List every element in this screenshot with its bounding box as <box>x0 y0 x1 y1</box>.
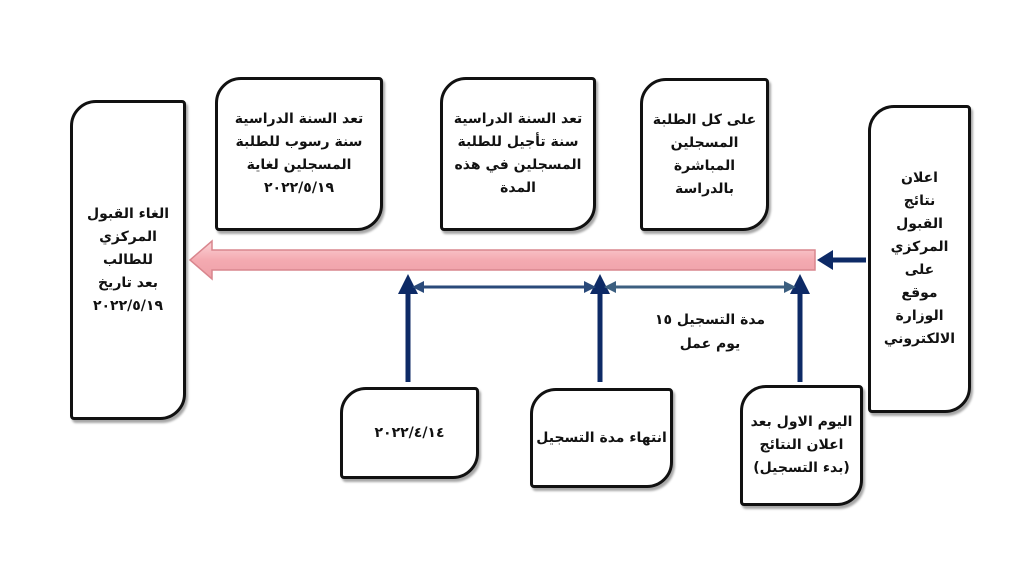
all-students-text: على كل الطلبة المسجلين المباشرة بالدراسة <box>652 111 757 197</box>
end-registration-text: انتهاء مدة التسجيل <box>536 429 667 446</box>
defer-year-box: تعد السنة الدراسية سنة تأجيل للطلبة المس… <box>440 77 596 231</box>
timeline-arrow <box>188 239 816 281</box>
all-students-box: على كل الطلبة المسجلين المباشرة بالدراسة <box>640 78 769 231</box>
announce-results-box: اعلان نتائج القبول المركزي على موقع الوز… <box>868 105 971 413</box>
double-arrow-left <box>412 281 596 293</box>
cancel-acceptance-box: الغاء القبول المركزي للطالب بعد تاريخ ٢٠… <box>70 100 186 420</box>
announce-results-text: اعلان نتائج القبول المركزي على موقع الوز… <box>883 170 956 347</box>
first-day-box: اليوم الاول بعد اعلان النتائج (بدء التسج… <box>740 385 863 506</box>
cancel-acceptance-text: الغاء القبول المركزي للطالب بعد تاريخ ٢٠… <box>86 205 170 314</box>
defer-year-text: تعد السنة الدراسية سنة تأجيل للطلبة المس… <box>453 111 583 196</box>
registration-period-label: مدة التسجيل ١٥ يوم عمل <box>654 312 766 352</box>
fail-year-box: تعد السنة الدراسية سنة رسوب للطلبة المسج… <box>215 77 383 231</box>
double-arrow-right <box>604 281 796 293</box>
vertical-arrow-date <box>398 274 418 382</box>
date-box: ٢٠٢٢/٤/١٤ <box>340 387 479 479</box>
fail-year-text: تعد السنة الدراسية سنة رسوب للطلبة المسج… <box>234 111 364 196</box>
first-day-text: اليوم الاول بعد اعلان النتائج (بدء التسج… <box>750 414 853 476</box>
date-text: ٢٠٢٢/٤/١٤ <box>374 424 445 441</box>
end-registration-box: انتهاء مدة التسجيل <box>530 388 673 488</box>
vertical-arrow-end <box>590 274 610 382</box>
vertical-arrow-start <box>790 274 810 382</box>
announce-arrow <box>817 250 866 270</box>
